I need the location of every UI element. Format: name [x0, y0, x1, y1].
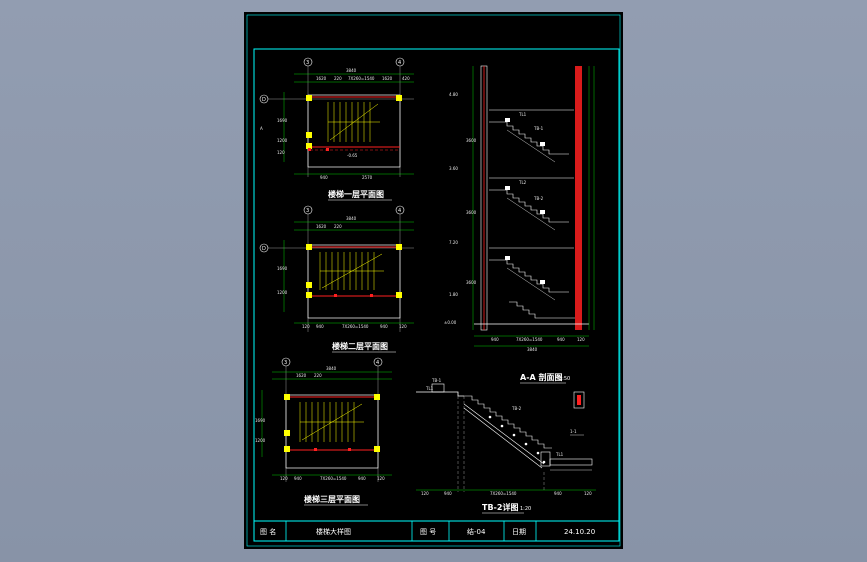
detail-bottom-b: 940	[444, 491, 452, 496]
section-level-b: 3.60	[449, 166, 458, 171]
outer-frame	[246, 14, 621, 547]
plan3-side-a: 1690	[255, 418, 266, 423]
plan2-bottom-d: 940	[380, 324, 388, 329]
section-level-c: 7.20	[449, 240, 458, 245]
section-label-tb1: TB-1	[533, 126, 544, 131]
plan2-bottom-a: 120	[302, 324, 310, 329]
plan2-bottom-c: 7X260=1540	[342, 324, 369, 329]
plan1-bottom-a: 940	[320, 175, 328, 180]
section-left-b: 3600	[466, 210, 477, 215]
plan1-dim-d: 1620	[382, 76, 393, 81]
drawing-number: 结-04	[467, 527, 486, 536]
plan3-dim-a: 1620	[296, 373, 307, 378]
title-label-number: 图 号	[420, 528, 436, 536]
plan1-title: 楼梯一层平面图	[328, 189, 384, 199]
title-label-date: 日期	[512, 528, 526, 536]
plan1-side-c: 120	[277, 150, 285, 155]
plan3-side-b: 1200	[255, 438, 266, 443]
plan3-bottom-a: 120	[280, 476, 288, 481]
plan-2: 3 4 D 3840 1620 220 1690 1200	[259, 205, 414, 353]
plan1-axis-3: 3	[306, 60, 309, 66]
plan2-axis-4: 4	[398, 208, 401, 214]
detail-label-tb2: TB-2	[511, 406, 522, 411]
plan1-note: -0.65	[347, 153, 358, 158]
plan1-bottom-b: 2570	[362, 175, 373, 180]
plan-1: 3 4 D 3840 1620 220 7X260=1540 1620 420 …	[259, 57, 414, 201]
plan2-dim-total: 3840	[346, 216, 357, 221]
section-level-a: 4.80	[449, 92, 458, 97]
plan2-dim-b: 220	[334, 224, 342, 229]
section-bottom-d: 120	[577, 337, 585, 342]
section-label-tl2: TL2	[518, 180, 527, 185]
plan3-dim-total: 3840	[326, 366, 337, 371]
section-bottom-a: 940	[491, 337, 499, 342]
plan1-side-b: 1200	[277, 138, 288, 143]
inner-frame	[253, 48, 620, 542]
plan2-axis-d: D	[262, 246, 266, 252]
tb2-detail: TB-1 TL1 TB-2 TL1 1-1 120 940 7X260=1540…	[416, 378, 596, 514]
section-label-tb2: TB-2	[533, 196, 544, 201]
detail-bottom-a: 120	[421, 491, 429, 496]
drawing-name: 楼梯大样图	[316, 527, 351, 536]
plan3-dim-b: 220	[314, 373, 322, 378]
detail-side-label: 1-1	[570, 429, 577, 434]
plan2-title: 楼梯二层平面图	[332, 341, 388, 351]
section-aa: 4.80 3.60 7.20 1.80 ±0.00 3600 3600 3600…	[444, 65, 595, 384]
plan2-side-b: 1200	[277, 290, 288, 295]
plan1-dim-c: 7X260=1540	[348, 76, 375, 81]
plan3-bottom-c: 7X260=1540	[320, 476, 347, 481]
section-level-e: ±0.00	[444, 320, 457, 325]
plan2-bottom-e: 120	[399, 324, 407, 329]
plan3-bottom-b: 940	[294, 476, 302, 481]
plan1-dim-a: 1620	[316, 76, 327, 81]
plan3-title: 楼梯三层平面图	[304, 494, 360, 504]
plan-3: 3 4 3840 1620 220 1690 1200	[255, 357, 392, 506]
section-level-d: 1.80	[449, 292, 458, 297]
section-bottom-b: 7X260=1540	[516, 337, 543, 342]
plan2-side-a: 1690	[277, 266, 288, 271]
plan3-axis-3: 3	[284, 360, 287, 366]
section-scale: 1:50	[559, 376, 570, 382]
plan1-side-a: 1690	[277, 118, 288, 123]
plan1-dim-e: 420	[402, 76, 410, 81]
title-label-drawing: 图 名	[260, 527, 276, 536]
drawing-sheet[interactable]: 图 名 楼梯大样图 图 号 结-04 日期 24.10.20 3 4 D 384…	[244, 12, 623, 549]
detail-label-tb1: TB-1	[431, 378, 442, 383]
plan1-dim-b: 220	[334, 76, 342, 81]
title-block: 图 名 楼梯大样图 图 号 结-04 日期 24.10.20	[254, 520, 619, 541]
plan1-axis-d: D	[262, 97, 266, 103]
section-total: 3840	[527, 347, 538, 352]
svg-text:A: A	[260, 126, 263, 131]
detail-label-tl1a: TL1	[425, 386, 434, 391]
plan1-axis-4: 4	[398, 60, 401, 66]
section-bottom-c: 940	[557, 337, 565, 342]
section-left-c: 3600	[466, 280, 477, 285]
plan2-axis-3: 3	[306, 208, 309, 214]
plan3-axis-4: 4	[376, 360, 379, 366]
detail-scale: 1:20	[520, 506, 531, 512]
detail-bottom-d: 940	[554, 491, 562, 496]
plan2-bottom-b: 940	[316, 324, 324, 329]
detail-label-tl1b: TL1	[555, 452, 564, 457]
plan1-dim-total: 3840	[346, 68, 357, 73]
section-label-tl1: TL1	[518, 112, 527, 117]
plan2-dim-a: 1620	[316, 224, 327, 229]
plan3-bottom-d: 940	[358, 476, 366, 481]
detail-title: TB-2详图	[482, 502, 518, 512]
detail-bottom-c: 7X260=1540	[490, 491, 517, 496]
plan3-bottom-e: 120	[377, 476, 385, 481]
drawing-date: 24.10.20	[564, 528, 595, 536]
cad-drawing: 图 名 楼梯大样图 图 号 结-04 日期 24.10.20 3 4 D 384…	[246, 14, 621, 547]
section-title: A-A 剖面图	[520, 372, 563, 382]
detail-bottom-e: 120	[584, 491, 592, 496]
section-left-a: 3600	[466, 138, 477, 143]
